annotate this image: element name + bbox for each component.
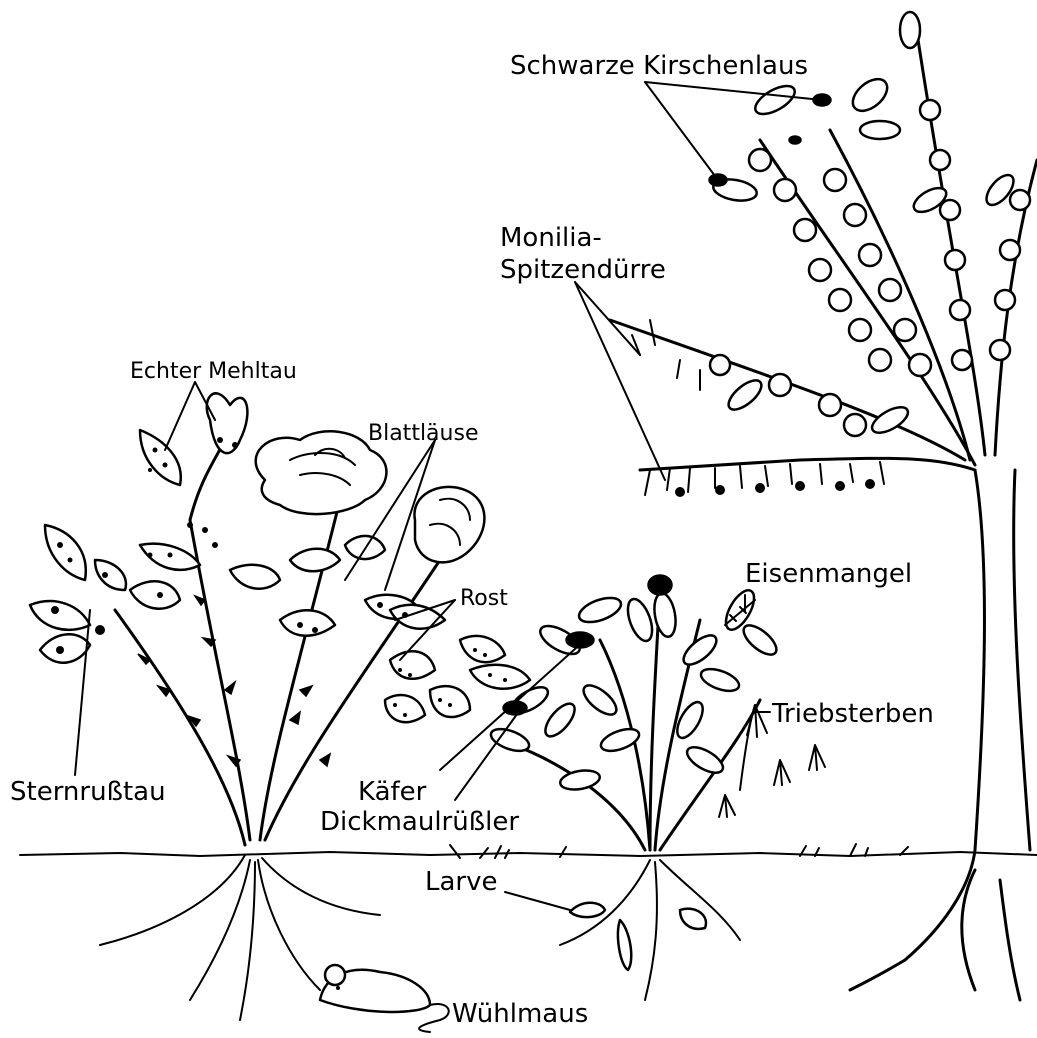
label-monilia-line2: Spitzendürre bbox=[500, 255, 666, 285]
shrub-plant bbox=[488, 575, 825, 1000]
shrub-roots bbox=[560, 860, 740, 1000]
monilia-dried-blossoms bbox=[632, 320, 884, 497]
label-schwarze-kirschenlaus: Schwarze Kirschenlaus bbox=[510, 51, 808, 81]
vole-icon bbox=[320, 965, 449, 1032]
label-wuehlmaus: Wühlmaus bbox=[452, 999, 588, 1029]
label-eisenmangel: Eisenmangel bbox=[745, 559, 912, 589]
label-monilia-line1: Monilia- bbox=[500, 223, 602, 253]
rose-blossom-right bbox=[414, 487, 484, 562]
ground-line bbox=[20, 844, 1037, 858]
rose-plant bbox=[30, 393, 530, 1020]
label-triebsterben: Triebsterben bbox=[771, 699, 934, 729]
label-larve: Larve bbox=[425, 867, 498, 897]
rose-blossom-open bbox=[256, 431, 387, 514]
label-kaefer: Käfer bbox=[358, 777, 427, 807]
label-echter-mehltau: Echter Mehltau bbox=[130, 359, 297, 384]
label-rost: Rost bbox=[460, 586, 508, 611]
label-dickmaulruessler: Dickmaulrüßler bbox=[320, 807, 519, 837]
larva-icon bbox=[570, 903, 706, 970]
shrub-leaves bbox=[488, 586, 781, 792]
label-sternrusstau: Sternrußtau bbox=[10, 777, 166, 807]
label-blattlaeuse: Blattläuse bbox=[368, 421, 478, 446]
rose-bud-upper bbox=[207, 393, 248, 453]
